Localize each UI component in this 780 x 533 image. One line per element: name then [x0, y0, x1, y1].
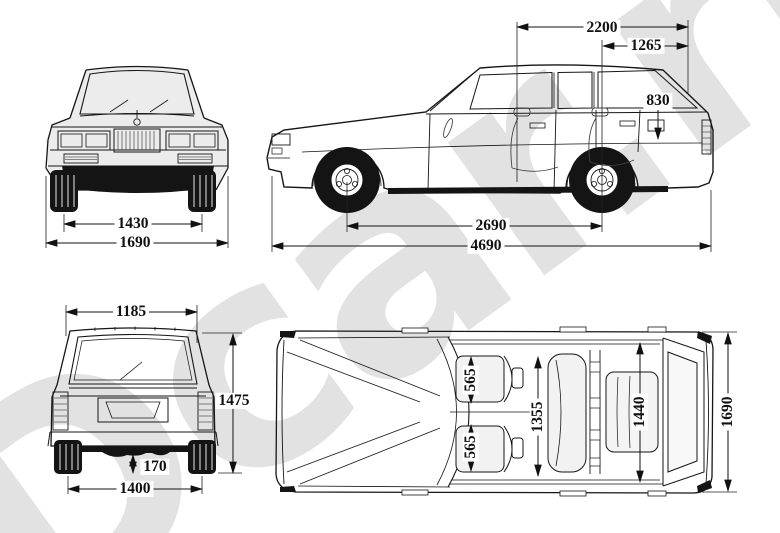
rear-window: [68, 333, 198, 385]
dim-label-rear-span: 1265: [627, 37, 665, 55]
fuel-door: [647, 119, 665, 132]
dim-label-seat-left: 565: [462, 365, 480, 395]
dim-label-cabin-width: 1355: [529, 398, 547, 436]
top-hood-lines: [286, 336, 451, 488]
top-side-trim: [401, 326, 667, 497]
rear-taillight-left: [52, 391, 69, 431]
dim-label-load-height: 830: [643, 92, 673, 110]
front-view-drawing: [45, 65, 229, 212]
dim-label-rear-track: 1400: [116, 480, 154, 498]
front-signal-right: [177, 153, 213, 164]
rear-under-shadow: [60, 446, 206, 457]
side-quarter-window: [597, 69, 699, 109]
front-wheel-right: [188, 170, 216, 212]
rear-wheel-right: [188, 440, 216, 474]
dim-label-front-track: 1430: [114, 215, 152, 233]
side-interior-seats: [443, 107, 635, 172]
dim-label-wheelbase: 2690: [472, 217, 510, 235]
dim-label-seat-right: 565: [462, 432, 480, 462]
door-handle-front: [529, 122, 546, 129]
side-front-door-window: [469, 71, 553, 110]
front-body-silhouette: [46, 66, 228, 190]
dim-label-top-width: 1690: [719, 393, 737, 431]
rear-license-recess: [97, 397, 169, 423]
rear-wheel-left: [54, 440, 82, 474]
dim-label-overall-length: 4690: [467, 237, 505, 255]
side-headlight: [271, 133, 291, 146]
dim-label-overall-height: 1475: [215, 392, 253, 410]
dim-label-cargo-width: 1440: [631, 393, 649, 431]
top-cargo-area: [605, 337, 709, 487]
rear-body-silhouette: [50, 327, 216, 447]
side-rear-door-window: [557, 71, 593, 110]
rear-view-drawing: [47, 326, 219, 474]
top-rear-bench: [547, 350, 601, 474]
front-under-shadow: [62, 166, 214, 193]
dim-label-upper-body-width: 1185: [112, 303, 150, 321]
front-grille: [113, 128, 161, 153]
dim-label-ground-clearance: 170: [140, 458, 170, 476]
rear-taillight-right: [197, 391, 214, 431]
front-windshield: [79, 69, 195, 115]
front-wheel-left: [50, 170, 78, 212]
front-wipers: [109, 99, 169, 113]
side-tail-lamp: [701, 119, 712, 155]
dim-label-front-width: 1690: [116, 234, 154, 252]
front-signal-left: [63, 153, 99, 164]
door-handle-rear: [619, 120, 636, 127]
dim-label-roof-span: 2200: [583, 19, 621, 37]
side-front-wheel: [314, 147, 380, 213]
side-view-drawing: [266, 64, 714, 213]
